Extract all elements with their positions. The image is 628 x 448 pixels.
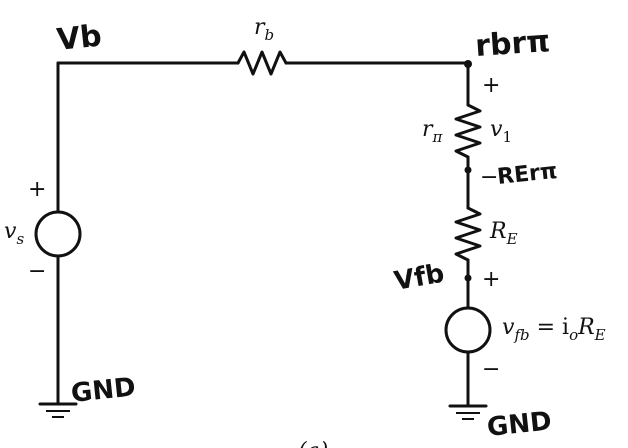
vfb-minus-sign: − <box>482 357 500 382</box>
v1-minus-sign: − <box>480 165 498 190</box>
v1-plus-sign: + <box>482 73 500 98</box>
vs-minus-sign: − <box>28 259 46 284</box>
handwritten-vfb-label: Vfb <box>392 259 446 297</box>
right-branch <box>444 62 492 407</box>
vs-plus-sign: + <box>28 177 46 202</box>
top-wire <box>56 50 470 76</box>
figure-caption: (a) <box>298 439 328 448</box>
v1-label: v1 <box>490 117 512 146</box>
re-label: RE <box>489 219 518 248</box>
vfb-node <box>464 274 472 282</box>
handwritten-rb-rpi-label: rbrπ <box>474 24 551 64</box>
vfb-source-circle <box>444 306 492 354</box>
mid-node <box>464 166 472 174</box>
vs-source-circle <box>34 210 82 258</box>
handwritten-gnd-left-label: GND <box>70 372 137 409</box>
left-branch <box>34 61 82 405</box>
rpi-label: rπ <box>422 117 444 146</box>
handwritten-re-rpi-label: RErπ <box>496 159 559 190</box>
vfb-plus-sign: + <box>482 267 500 292</box>
vfb-equation-label: vfb = ioRE <box>502 315 606 344</box>
ground-left-symbol <box>38 402 78 418</box>
ground-right-symbol <box>448 404 488 420</box>
rb-label: rb <box>254 15 274 44</box>
vs-label: vs <box>4 219 24 248</box>
handwritten-gnd-right-label: GND <box>486 406 553 443</box>
handwritten-vb-label: Vb <box>55 18 103 57</box>
